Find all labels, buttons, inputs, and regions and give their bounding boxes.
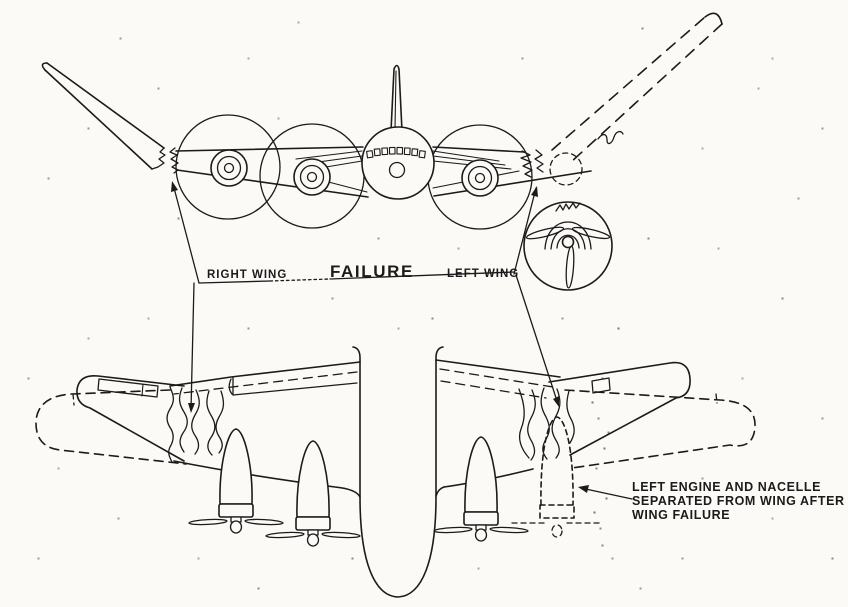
- nacelle-left-inboard: [433, 436, 529, 542]
- nacelle-right-outboard: [188, 428, 284, 534]
- propeller-discs: [175, 114, 533, 230]
- annotation-line1: LEFT ENGINE AND NACELLE: [632, 480, 821, 494]
- left-wing-fracture: [518, 387, 575, 461]
- right-wingtip-broken: [41, 62, 166, 170]
- fuselage-plan: [352, 346, 444, 598]
- separated-engine-ghost: [549, 152, 583, 186]
- callout-failure-label: FAILURE: [330, 262, 414, 281]
- annotation-line2: SEPARATED FROM WING AFTER: [632, 494, 845, 508]
- callout-underline: [198, 280, 271, 284]
- callout: RIGHT WING FAILURE LEFT WING: [171, 181, 559, 413]
- left-wing-fracture-jag: [520, 150, 533, 178]
- right-wing-plan: [169, 361, 361, 498]
- left-wing: [432, 146, 592, 197]
- left-wing-detached: [548, 361, 691, 456]
- leader-to-left-wing-front: [513, 187, 537, 275]
- left-wing-original-dashed: [564, 389, 756, 469]
- leader-to-left-wing-plan: [515, 274, 559, 405]
- leader-to-right-wing-plan: [190, 282, 195, 411]
- nacelle-cowl-arc: [544, 221, 592, 250]
- callout-left-wing-label: LEFT WING: [447, 268, 519, 280]
- nacelle-separated-dashed: [511, 416, 604, 538]
- cockpit-windows: [366, 146, 426, 159]
- annotation-arrow: [580, 487, 633, 500]
- callout-right-wing-label: RIGHT WING: [207, 269, 287, 281]
- engine-detail-circle: [523, 201, 613, 291]
- plan-view: LEFT ENGINE AND NACELLE SEPARATED FROM W…: [35, 346, 845, 598]
- annotation-line3: WING FAILURE: [632, 508, 730, 522]
- torn-metal-jag: [555, 202, 581, 212]
- fuselage-front: [361, 126, 435, 200]
- propeller-detail: [525, 226, 611, 289]
- leader-to-right-wing-front: [172, 183, 200, 284]
- nose-circle: [388, 161, 406, 179]
- right-wing-detached: [76, 374, 185, 462]
- tail-fin: [390, 64, 403, 132]
- annotation: LEFT ENGINE AND NACELLE SEPARATED FROM W…: [578, 480, 845, 522]
- front-view: [41, 12, 723, 291]
- right-wing-original-dashed: [35, 389, 187, 465]
- right-wing: [169, 146, 369, 198]
- detached-wingtip-dashed: [551, 12, 723, 164]
- aileron-tab: [97, 378, 159, 398]
- nacelle-right-inboard: [265, 440, 361, 547]
- aileron-tab-left: [591, 377, 611, 394]
